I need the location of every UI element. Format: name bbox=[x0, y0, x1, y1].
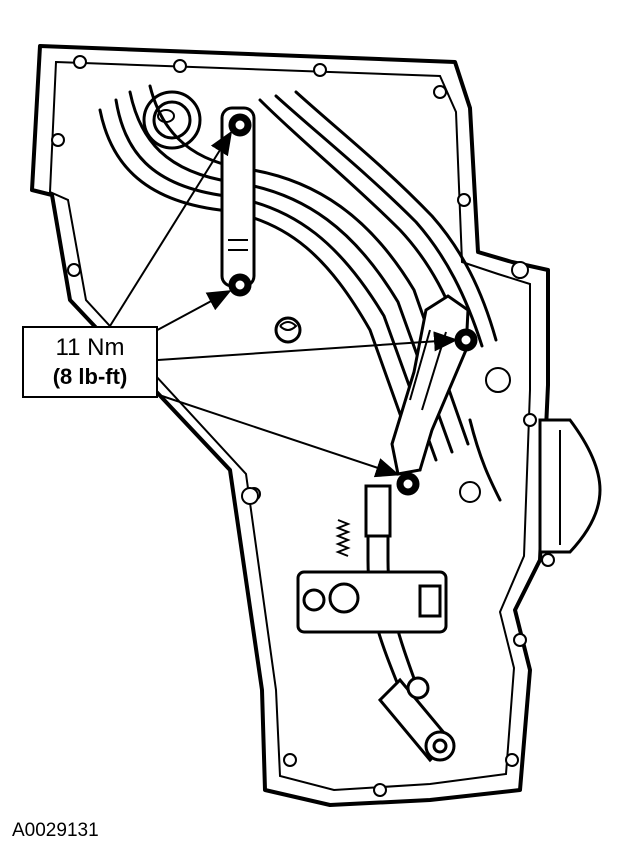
filler-boss bbox=[142, 90, 202, 150]
bolt-upper-icon bbox=[228, 113, 252, 137]
leader-line-upper bbox=[109, 130, 233, 327]
fluid-tubes bbox=[98, 84, 502, 502]
side-accumulator bbox=[538, 418, 602, 554]
torque-callout: 11 Nm (8 lb-ft) bbox=[22, 326, 158, 398]
misc-bosses bbox=[241, 261, 529, 505]
gasket-outline bbox=[48, 60, 531, 792]
manual-valve-plate bbox=[296, 570, 448, 634]
leader-line-lower bbox=[149, 391, 400, 478]
bolt-right-icon bbox=[454, 328, 478, 352]
figure-id: A0029131 bbox=[12, 820, 99, 841]
bolt-lower-left-icon bbox=[228, 273, 252, 297]
leader-lines bbox=[109, 130, 458, 478]
detent-spring bbox=[274, 316, 351, 557]
leader-line-lower-left bbox=[149, 290, 232, 335]
leader-line-right bbox=[157, 331, 458, 361]
torque-metric-label: 11 Nm bbox=[55, 334, 125, 361]
torque-imperial-label: (8 lb-ft) bbox=[52, 364, 128, 389]
bolt-lower-icon bbox=[396, 472, 420, 496]
selector-linkage bbox=[377, 676, 456, 763]
torque-bolts bbox=[228, 113, 478, 496]
